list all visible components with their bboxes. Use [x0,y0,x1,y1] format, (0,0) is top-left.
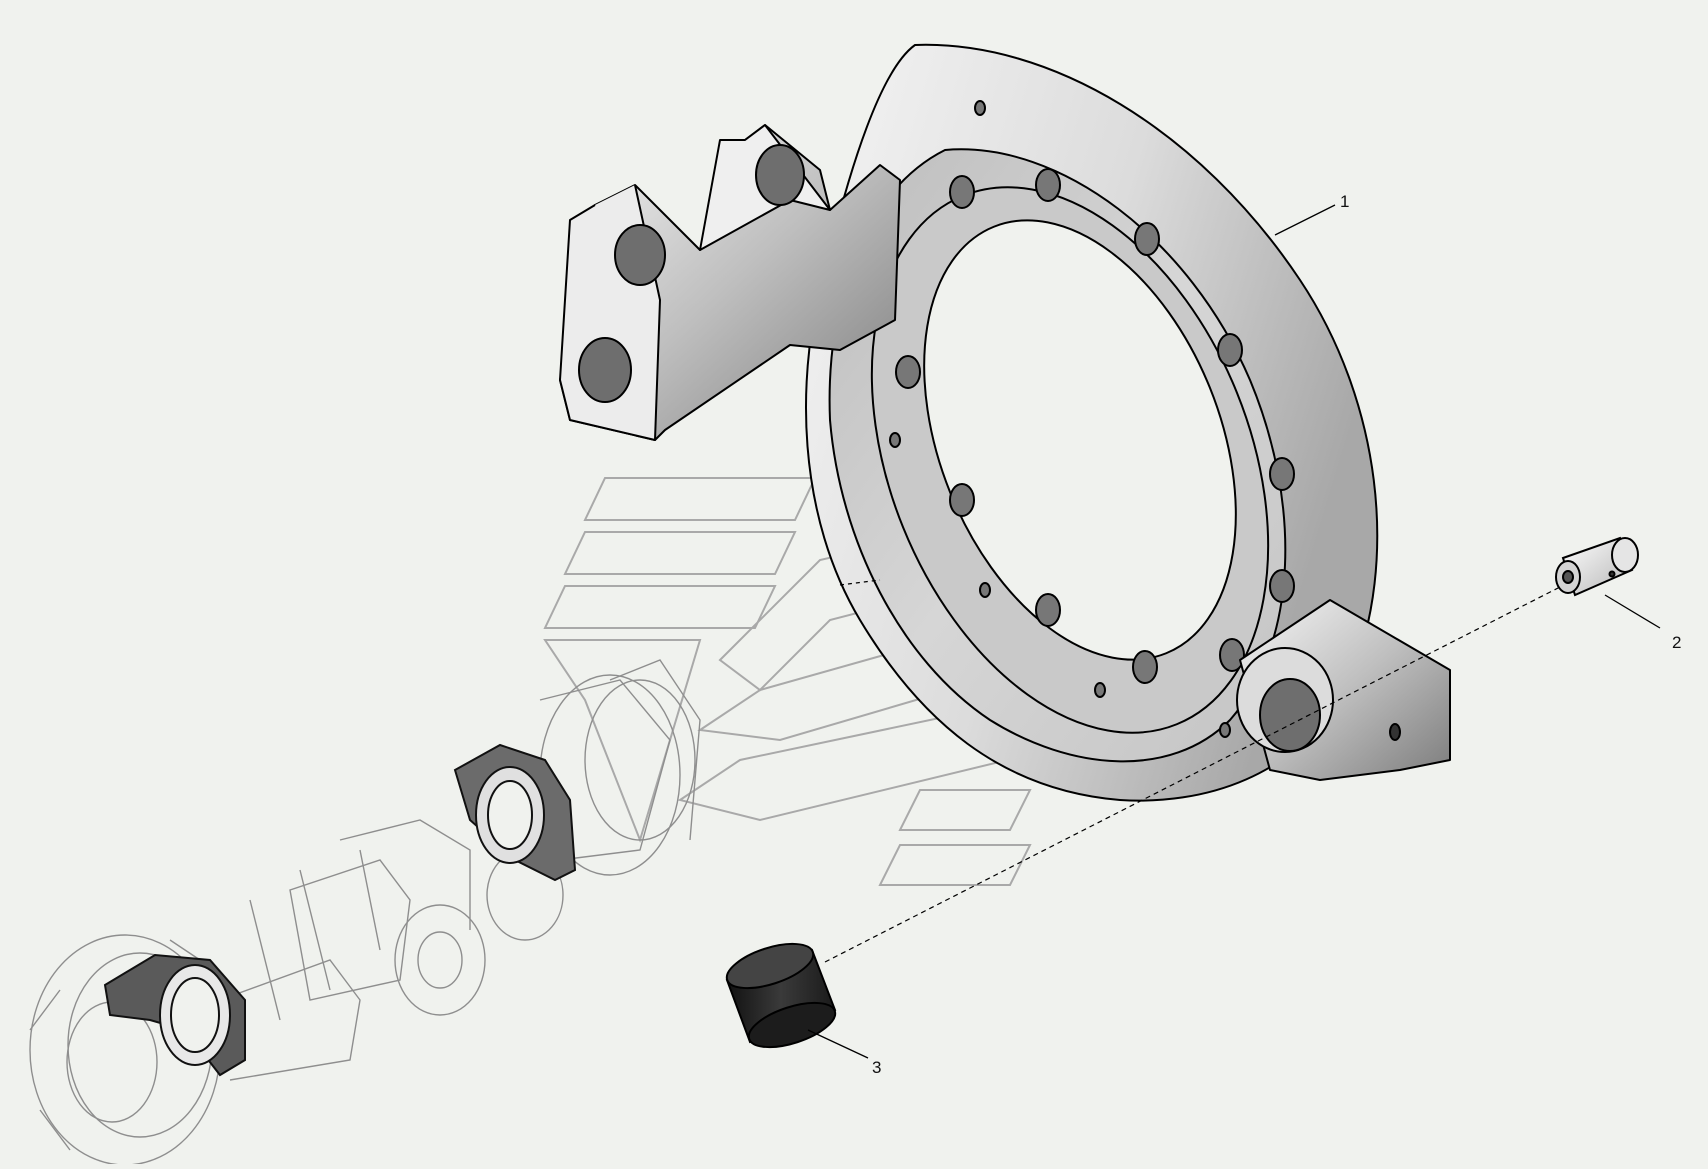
pin [1555,536,1661,629]
axle-bracket-housing [559,43,1451,802]
bushing [725,942,869,1059]
assembly-axis-line [824,586,1561,963]
callout-1-label: 1 [1340,192,1349,211]
callout-2-label: 2 [1672,633,1681,652]
arm-hole-low [578,337,632,403]
assembly-axis-line-ghost [839,579,881,586]
arm-hole-mid [614,224,666,286]
ghost-bracket-left [103,953,246,1077]
callout-3-label: 3 [872,1058,881,1077]
callout-1-leader [1274,204,1336,236]
housing-bore [923,219,1237,661]
callout-3-leader [807,1029,869,1059]
ghost-bracket-right [453,743,577,882]
housing-bolt-holes [889,100,1295,738]
callout-2-leader [1604,594,1661,629]
arm-hole-top [755,144,805,206]
